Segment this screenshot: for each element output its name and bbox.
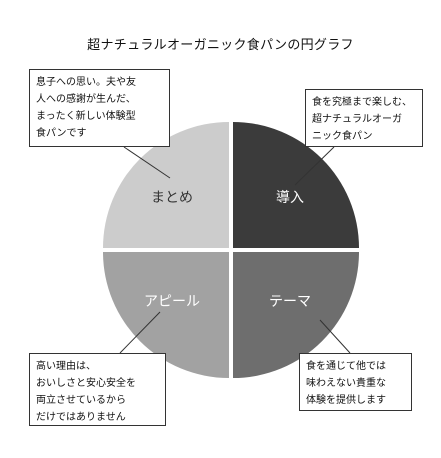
quadrant-theme xyxy=(233,252,359,378)
callout-appeal: 高い理由は、 おいしさと安心安全を 両立させているから だけではありません xyxy=(29,353,166,426)
diagram-title: 超ナチュラルオーガニック食パンの円グラフ xyxy=(87,38,354,53)
label-theme: テーマ xyxy=(269,294,311,310)
connector-bottom-left xyxy=(119,311,161,354)
quadrant-intro xyxy=(233,122,359,248)
callout-intro: 食を究極まで楽しむ、 超ナチュラルオーガ ニック食パン xyxy=(305,89,423,147)
quadrant-appeal xyxy=(103,252,229,378)
connector-top-right xyxy=(294,146,335,186)
callout-summary: 息子への思い。夫や友 人への感謝が生んだ、 まったく新しい体験型 食パンです xyxy=(29,69,170,147)
connector-top-left xyxy=(123,146,171,179)
callout-theme: 食を通じて他では 味わえない貴重な 体験を提供します xyxy=(299,353,412,411)
label-intro: 導入 xyxy=(276,190,304,206)
quadrant-summary xyxy=(103,122,229,248)
label-summary: まとめ xyxy=(151,190,193,206)
connector-bottom-right xyxy=(319,319,351,354)
label-appeal: アピール xyxy=(144,294,200,310)
